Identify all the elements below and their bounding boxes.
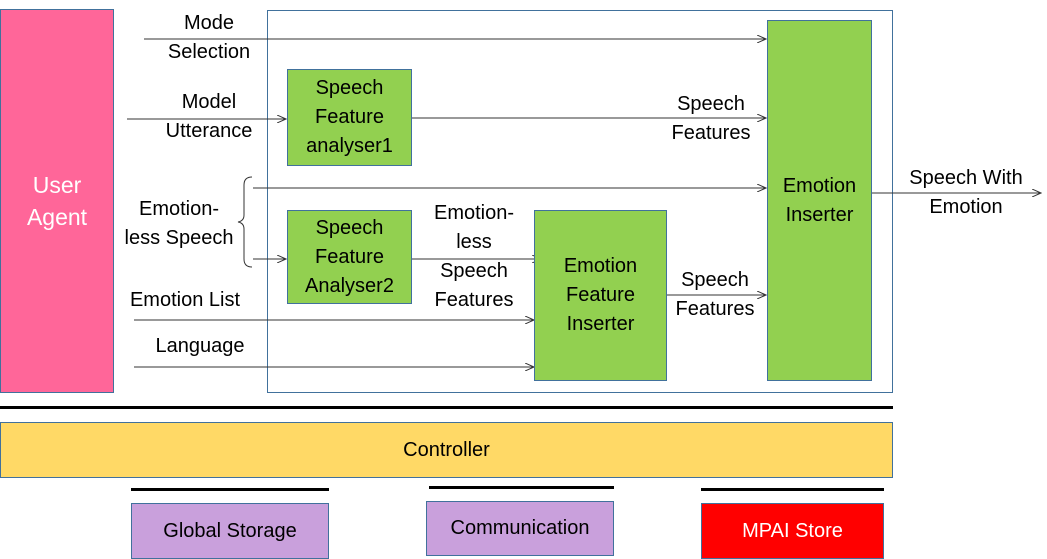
user-agent-label: User Agent [26, 172, 88, 230]
emotionless-features-label: Emotion- less Speech Features [433, 202, 515, 311]
separator-bar [0, 406, 893, 409]
speech-features-1-label: Speech Features [671, 93, 751, 144]
communication-bar [429, 486, 614, 489]
language-label: Language [155, 335, 245, 357]
emotion-feature-inserter: Emotion Feature Inserter [534, 210, 667, 381]
emotionless-brace [237, 176, 253, 268]
controller-label: Controller [403, 438, 490, 461]
speech-feature-analyser2-label: Speech Feature Analyser2 [305, 216, 394, 297]
speech-features-2-label: Speech Features [675, 269, 755, 320]
global-storage-label: Global Storage [163, 519, 297, 542]
emotion-inserter: Emotion Inserter [767, 20, 872, 381]
model-utterance-label: Model Utterance [165, 91, 253, 142]
emotion-feature-inserter-label: Emotion Feature Inserter [563, 255, 638, 335]
emotionless-speech-label: Emotion- less Speech [124, 198, 234, 249]
global-storage-bar [131, 488, 329, 491]
communication-label: Communication [450, 517, 590, 539]
speech-feature-analyser1-label: Speech Feature analyser1 [306, 77, 393, 157]
mpai-store-block: MPAI Store [701, 503, 884, 559]
mpai-store-label: MPAI Store [742, 519, 843, 542]
emotion-list-label: Emotion List [129, 289, 241, 311]
mode-selection-label: Mode Selection [167, 12, 251, 63]
mpai-store-bar [701, 488, 884, 491]
speech-feature-analyser1: Speech Feature analyser1 [287, 69, 412, 166]
output-label: Speech With Emotion [909, 167, 1023, 218]
controller-block: Controller [0, 422, 893, 478]
user-agent-block: User Agent [0, 9, 114, 393]
aim-boundary [267, 10, 893, 393]
communication-block: Communication [426, 501, 614, 556]
emotion-inserter-label: Emotion Inserter [782, 174, 857, 226]
global-storage-block: Global Storage [131, 503, 329, 559]
speech-feature-analyser2: Speech Feature Analyser2 [287, 210, 412, 304]
